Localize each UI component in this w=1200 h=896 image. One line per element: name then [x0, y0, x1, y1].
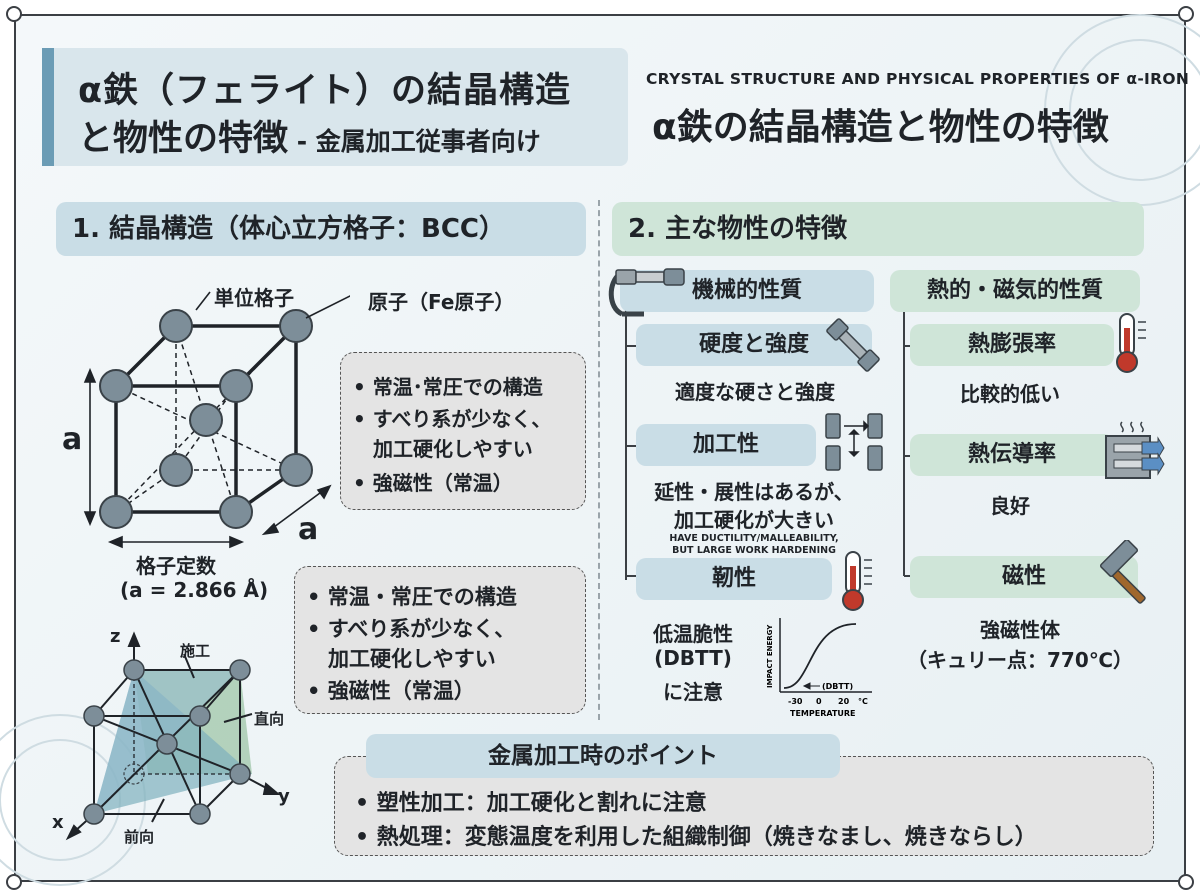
dbtt-annotation: (DBTT) [822, 682, 853, 691]
page-title-line2: と物性の特徴 - 金属加工従事者向け [78, 110, 541, 161]
frame-corner [6, 6, 22, 22]
thermometer-icon [842, 551, 872, 611]
dbtt-chart: IMPACT ENERGY (DBTT) -30 0 20 °C TEMPERA… [766, 618, 872, 718]
page-title-main: と物性の特徴 [78, 119, 289, 159]
toughness-pill: 靭性 [636, 558, 832, 600]
thermal-conductivity-pill: 熱伝導率 [910, 434, 1114, 476]
axis-y-label: y [278, 786, 290, 807]
processing-point-item: • 塑性加工：加工硬化と割れに注意 [355, 791, 707, 816]
frame-corner [1178, 874, 1194, 890]
thermal-properties-header: 熱的・磁気的性質 [890, 270, 1140, 312]
corner-atom [159, 453, 193, 487]
japanese-title: α鉄の結晶構造と物性の特徴 [652, 107, 1109, 148]
section-divider [598, 200, 600, 720]
body-center-atom [189, 403, 223, 437]
section1-heading: 1. 結晶構造（体心立方格子：BCC） [56, 202, 586, 256]
title-panel: α鉄（フェライト）の結晶構造 と物性の特徴 - 金属加工従事者向け [42, 48, 628, 166]
tensile-specimen-icon [826, 318, 880, 372]
corner-atom [279, 453, 313, 487]
hardness-description: 適度な硬さと強度 [675, 380, 835, 404]
english-title: CRYSTAL STRUCTURE AND PHYSICAL PROPERTIE… [646, 70, 1190, 88]
workability-description-2: 加工硬化が大きい [674, 508, 834, 532]
note-item: • 強磁性（常温） [353, 471, 513, 495]
workability-pill: 加工性 [636, 424, 816, 466]
thermal-conductivity-description: 良好 [990, 494, 1030, 518]
dbtt-tick: -30 [788, 697, 803, 706]
dbtt-tick: 0 [816, 697, 822, 706]
slip-plane-diagram [65, 631, 281, 841]
dbtt-ylabel: IMPACT ENERGY [766, 624, 774, 688]
thermal-expansion-description: 比較的低い [960, 382, 1060, 406]
toughness-description-1: 低温脆性 [653, 622, 733, 646]
slip-label-right: 直向 [254, 710, 285, 728]
note-item: • 常温・常圧での構造 [307, 585, 517, 609]
axis-x-label: x [52, 812, 64, 833]
note-item: • 強磁性（常温） [307, 679, 475, 703]
slip-label-bottom: 前向 [124, 828, 155, 846]
corner-atom [123, 659, 145, 681]
dimension-a-bottom: a [298, 512, 319, 547]
axis-z-label: z [110, 626, 121, 647]
frame-corner [6, 874, 22, 890]
toughness-description-3: に注意 [663, 680, 723, 704]
magnetism-description-1: 強磁性体 [980, 618, 1060, 642]
lattice-constant-label: 格子定数 [136, 554, 216, 578]
corner-atom [189, 803, 211, 825]
corner-atom [99, 369, 133, 403]
dbtt-tick: °C [858, 697, 868, 706]
toughness-description-2: (DBTT) [654, 646, 732, 670]
processing-points-heading: 金属加工時のポイント [366, 734, 840, 778]
corner-atom [189, 705, 211, 727]
corner-atom [83, 803, 105, 825]
workability-english-2: BUT LARGE WORK HARDENING [672, 545, 836, 556]
note-item: • すべり系が少なく、 [307, 617, 516, 641]
workability-description-1: 延性・展性はあるが、 [654, 480, 854, 504]
workability-english-1: HAVE DUCTILITY/MALLEABILITY, [669, 533, 839, 544]
frame-corner [1178, 6, 1194, 22]
dbtt-tick: 20 [838, 697, 850, 706]
page-title-subtitle: - 金属加工従事者向け [288, 127, 541, 156]
corner-atom [229, 659, 251, 681]
body-center-atom [156, 733, 178, 755]
lattice-constant-value: (a = 2.866 Å) [120, 578, 269, 602]
dbtt-xlabel: TEMPERATURE [790, 709, 856, 718]
corner-atom [219, 495, 253, 529]
magnetism-pill: 磁性 [910, 556, 1138, 598]
corner-atom [159, 309, 193, 343]
hammer-icon [1099, 540, 1146, 604]
corner-atom [99, 495, 133, 529]
note-item: 加工硬化しやすい [353, 437, 533, 461]
corner-atom [83, 705, 105, 727]
page-title-line1: α鉄（フェライト）の結晶構造 [78, 71, 572, 111]
thermometer-icon [1116, 313, 1146, 373]
atom-label: 原子（Fe原子） [368, 290, 515, 314]
processing-points-box: • 塑性加工：加工硬化と割れに注意 • 熱処理：変態温度を利用した組織制御（焼き… [334, 756, 1154, 856]
bcc-notes-box-2: • 常温・常圧での構造 • すべり系が少なく、 加工硬化しやすい • 強磁性（常… [294, 566, 586, 714]
dimension-a-left: a [62, 422, 83, 457]
processing-point-item: • 熱処理：変態温度を利用した組織制御（焼きなまし、焼きならし） [355, 825, 1037, 850]
micrometer-icon [608, 268, 685, 317]
heat-sink-icon [1105, 421, 1165, 479]
note-item: • 常温･常圧での構造 [353, 375, 543, 399]
corner-atom [229, 763, 251, 785]
magnetism-description-2: （キュリー点：770℃） [907, 648, 1133, 672]
slip-label-top: 施工 [180, 642, 211, 660]
bcc-notes-box: • 常温･常圧での構造 • すべり系が少なく、 加工硬化しやすい • 強磁性（常… [340, 352, 586, 510]
unit-cell-label: 単位格子 [214, 286, 294, 310]
compression-icon [825, 413, 883, 471]
note-item: • すべり系が少なく、 [353, 407, 552, 431]
corner-atom [219, 369, 253, 403]
note-item: 加工硬化しやすい [307, 647, 496, 671]
section2-heading: 2. 主な物性の特徴 [612, 202, 1144, 256]
bcc-unit-cell-diagram [83, 291, 350, 549]
corner-atom [279, 309, 313, 343]
hardness-pill: 硬度と強度 [636, 324, 872, 366]
thermal-expansion-pill: 熱膨張率 [910, 324, 1114, 366]
